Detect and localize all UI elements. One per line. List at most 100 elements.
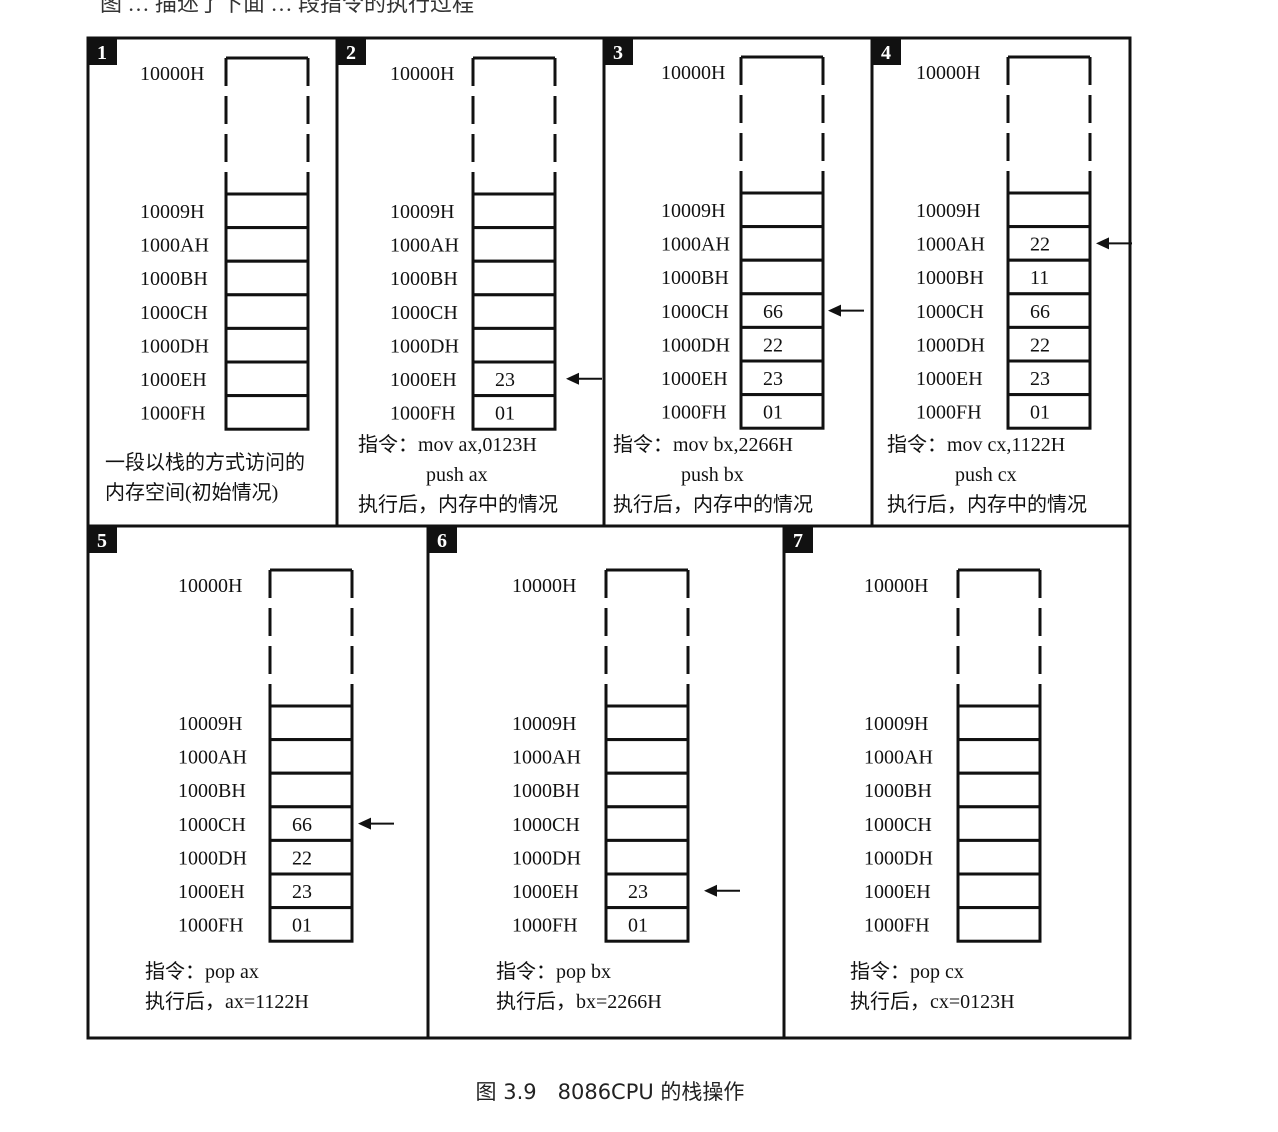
address-label-10000H: 10000H	[661, 62, 725, 84]
memory-cell	[739, 393, 825, 430]
memory-cell	[604, 771, 690, 809]
address-label: 1000FH	[864, 915, 930, 937]
panel-description-line: push ax	[426, 464, 488, 486]
address-label: 1000DH	[512, 847, 581, 869]
address-label: 10009H	[178, 713, 242, 735]
memory-cell	[471, 293, 557, 330]
memory-cell	[224, 360, 310, 398]
panel-description-line: 一段以栈的方式访问的	[105, 451, 305, 474]
memory-cell	[739, 258, 825, 296]
address-label: 1000AH	[661, 234, 730, 256]
address-label: 1000DH	[140, 335, 209, 357]
address-label: 1000EH	[512, 881, 579, 903]
memory-cell	[268, 906, 354, 943]
cell-value: 22	[1030, 234, 1050, 256]
cell-value: 22	[1030, 334, 1050, 356]
address-label: 1000FH	[916, 402, 982, 424]
panel-number-badge	[429, 527, 457, 553]
address-label: 10009H	[864, 713, 928, 735]
panel-2: 210000H10009H1000AH1000BH1000CH1000DH100…	[335, 36, 606, 528]
address-label: 1000EH	[661, 368, 728, 390]
panel-6: 610000H10009H1000AH1000BH1000CH1000DH100…	[426, 524, 786, 1040]
cell-value: 01	[495, 403, 515, 425]
memory-cell	[224, 293, 310, 330]
address-label: 1000EH	[178, 881, 245, 903]
address-label: 1000CH	[178, 814, 246, 836]
address-label: 1000CH	[916, 301, 984, 323]
panel-description-line: push cx	[955, 464, 1017, 486]
panel-number: 1	[97, 42, 107, 64]
memory-cell	[956, 704, 1042, 742]
memory-cell	[471, 192, 557, 230]
memory-cell	[224, 226, 310, 263]
memory-cell	[224, 259, 310, 297]
cell-value: 01	[1030, 402, 1050, 424]
panel-number: 2	[346, 42, 356, 64]
memory-cell	[604, 738, 690, 775]
sp-arrow-icon	[828, 304, 841, 317]
panel-description-line: 执行后，cx=0123H	[850, 990, 1015, 1013]
address-label: 1000CH	[140, 302, 208, 324]
address-label: 1000EH	[140, 369, 207, 391]
address-label: 1000AH	[864, 747, 933, 769]
address-label: 1000BH	[140, 268, 208, 290]
memory-cell	[1006, 393, 1092, 430]
panel-frame	[782, 524, 1132, 1040]
memory-cell	[956, 838, 1042, 876]
address-label: 1000EH	[390, 369, 457, 391]
cell-value: 23	[763, 368, 783, 390]
cell-value: 22	[763, 334, 783, 356]
memory-cell	[739, 191, 825, 229]
address-label-10000H: 10000H	[512, 575, 576, 597]
address-label: 1000AH	[390, 235, 459, 257]
cell-value: 66	[292, 814, 312, 836]
memory-cell	[604, 872, 690, 910]
memory-cell	[224, 326, 310, 364]
memory-cell	[471, 326, 557, 364]
panel-description-line: 执行后，bx=2266H	[496, 990, 662, 1013]
panel-description-line: 执行后，内存中的情况	[613, 493, 813, 516]
cell-value: 66	[763, 301, 783, 323]
memory-cell	[956, 872, 1042, 910]
memory-cell	[956, 805, 1042, 842]
address-label: 1000BH	[178, 780, 246, 802]
memory-cell	[1006, 359, 1092, 397]
address-label-10000H: 10000H	[390, 63, 454, 85]
memory-cell	[604, 805, 690, 842]
address-label: 1000AH	[140, 235, 209, 257]
address-label: 1000EH	[916, 368, 983, 390]
address-label: 1000BH	[916, 267, 984, 289]
address-label: 1000CH	[390, 302, 458, 324]
panel-description-line: 内存空间(初始情况)	[105, 481, 278, 504]
address-label-10000H: 10000H	[916, 62, 980, 84]
memory-cell	[739, 225, 825, 262]
sp-arrow-icon	[566, 372, 579, 385]
panel-description-line: 指令：mov bx,2266H	[613, 433, 793, 456]
memory-cell	[956, 906, 1042, 943]
cell-value: 23	[628, 881, 648, 903]
address-label: 1000DH	[178, 847, 247, 869]
top-fragment-text: 图 … 描述了下面 … 段指令的执行过程	[100, 0, 475, 16]
cell-value: 23	[495, 369, 515, 391]
cell-value: 66	[1030, 301, 1050, 323]
panel-number-badge	[338, 39, 366, 65]
panel-description-line: 指令：pop ax	[145, 960, 259, 983]
memory-cell	[471, 360, 557, 398]
address-label: 1000AH	[512, 747, 581, 769]
memory-cell	[471, 394, 557, 431]
address-label: 1000FH	[140, 403, 206, 425]
panel-7: 710000H10009H1000AH1000BH1000CH1000DH100…	[782, 524, 1132, 1040]
address-label-10000H: 10000H	[178, 575, 242, 597]
address-label: 1000BH	[512, 780, 580, 802]
memory-cell	[1006, 191, 1092, 229]
address-label: 1000CH	[661, 301, 729, 323]
address-label: 1000FH	[512, 915, 578, 937]
address-label: 1000AH	[178, 747, 247, 769]
cell-value: 01	[763, 402, 783, 424]
panel-description-line: 指令：pop bx	[496, 960, 611, 983]
memory-cell	[268, 771, 354, 809]
sp-arrow-icon	[358, 817, 371, 830]
panel-1: 110000H10009H1000AH1000BH1000CH1000DH100…	[86, 36, 339, 528]
panel-number-badge	[89, 527, 117, 553]
